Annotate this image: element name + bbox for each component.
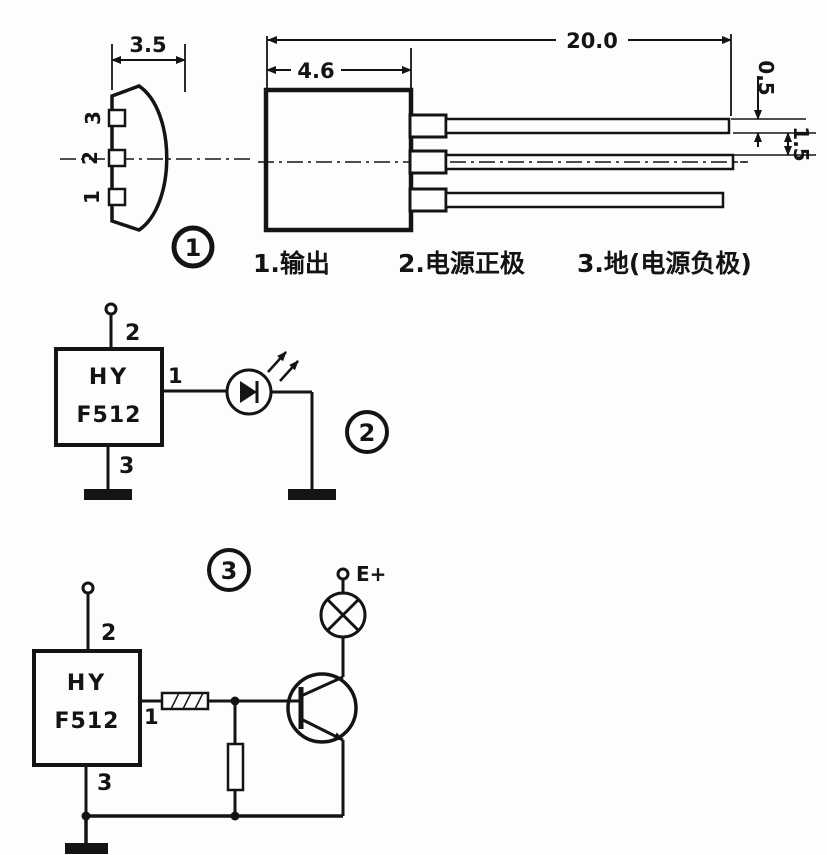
figure-2-circle [345, 410, 389, 454]
dim-1-5: 1.5 [733, 126, 816, 162]
figure-3-badge: 3 [207, 548, 251, 592]
side-pin-3-label: 3 [81, 111, 105, 125]
figure-1-badge: 1 [171, 225, 215, 269]
side-pin-2-pad [107, 148, 127, 168]
package-side-body [110, 84, 169, 232]
circuit-3-lamp-driver: 3 2 HY F512 1 [32, 548, 386, 854]
c2-ground-right [288, 489, 336, 500]
lead-2-collar [408, 149, 448, 175]
dim-3-5-label: 3.5 [129, 33, 166, 57]
pin-legend: 1.输出 2.电源正极 3.地(电源负极) [253, 249, 752, 278]
led-light-arrow-1 [267, 351, 287, 373]
c3-vcc-terminal [81, 581, 95, 595]
dim-0-5: 0.5 [731, 60, 816, 147]
package-front-body [263, 87, 414, 233]
c3-ic-box [32, 649, 142, 767]
dim-4-6-label: 4.6 [297, 59, 334, 83]
c3-ic-name-line1: HY [67, 671, 107, 696]
transistor-emitter [300, 717, 344, 742]
c3-ic-name-line2: F512 [55, 709, 120, 734]
npn-transistor [286, 672, 358, 744]
package-leads [408, 113, 748, 213]
side-pin-1-label: 1 [80, 190, 104, 204]
series-resistor-hatch-1 [170, 692, 180, 710]
side-pin-3-pad [107, 108, 127, 128]
lamp-x-stroke-2 [326, 598, 360, 632]
package-outline-drawing: 3 2 1 3.5 4.6 [60, 29, 816, 278]
figure-3-number: 3 [221, 557, 238, 585]
led-symbol [225, 351, 299, 416]
lead-1-rod [444, 117, 731, 135]
c3-pin1-label: 1 [144, 705, 159, 729]
c3-supply-label: E+ [356, 562, 386, 586]
c2-ground-left [84, 489, 132, 500]
c2-ic-name-line1: HY [89, 365, 129, 390]
c2-pin1-label: 1 [168, 364, 183, 388]
series-resistor-hatch-2 [182, 692, 192, 710]
legend-vcc: 2.电源正极 [398, 249, 525, 278]
dim-0-5-label: 0.5 [754, 60, 778, 95]
series-resistor-hatch-3 [194, 692, 204, 710]
c2-ic-box [54, 347, 164, 447]
series-resistor [160, 691, 210, 711]
led-light-arrow-2 [279, 360, 299, 382]
figure-2-number: 2 [359, 419, 376, 447]
c3-supply-terminal [336, 567, 350, 581]
lead-1-collar [408, 113, 448, 139]
led-anode-triangle [240, 381, 257, 403]
dim-3-5: 3.5 [111, 33, 186, 92]
dim-1-5-label: 1.5 [789, 126, 813, 161]
transistor-collector [300, 675, 344, 698]
figure-3-circle [207, 548, 251, 592]
c2-pin3-label: 3 [119, 454, 134, 479]
side-pin-1-pad [107, 187, 127, 207]
pulldown-resistor-body [226, 742, 245, 792]
side-pin-2-label: 2 [78, 151, 102, 165]
c3-pin2-label: 2 [101, 621, 116, 646]
pulldown-resistor [226, 701, 245, 816]
dim-20-0: 20.0 [267, 29, 732, 116]
c3-pin3-label: 3 [97, 771, 112, 796]
c3-node-dot-mid [230, 811, 240, 821]
lead-3-rod [444, 191, 725, 209]
lead-3-collar [408, 187, 448, 213]
dim-20-0-label: 20.0 [566, 29, 618, 53]
figure-1-circle [171, 225, 215, 269]
c2-vcc-terminal [104, 302, 118, 316]
dim-4-6: 4.6 [266, 36, 412, 88]
c2-ic-name-line2: F512 [77, 403, 142, 428]
c3-ground-bar [65, 843, 108, 854]
legend-output: 1.输出 [253, 249, 330, 278]
package-side-view: 3 2 1 [78, 84, 169, 232]
circuit-2-led: 2 HY F512 1 3 2 [54, 302, 389, 500]
figure-1-number: 1 [185, 234, 202, 262]
c2-pin2-label: 2 [125, 321, 140, 346]
transistor-circle [286, 672, 358, 744]
figure-2-badge: 2 [345, 410, 389, 454]
legend-gnd: 3.地(电源负极) [577, 249, 752, 278]
lamp-symbol [319, 591, 367, 639]
